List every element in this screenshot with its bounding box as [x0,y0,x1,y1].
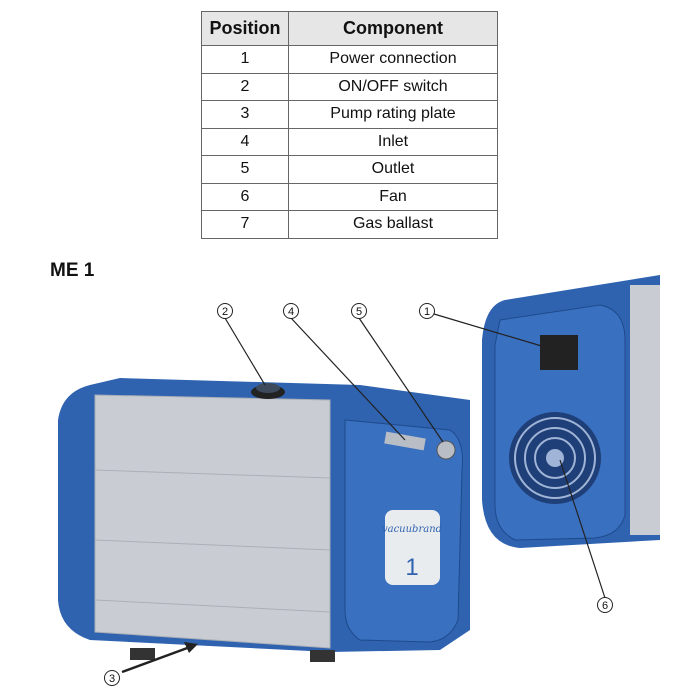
component-cell: Power connection [288,45,498,74]
header-position: Position [201,11,289,46]
callout-lines [121,313,606,674]
component-cell: Gas ballast [288,210,498,239]
arrow-icon [184,642,198,653]
callout-number: 4 [288,306,294,318]
callout-circle [217,303,233,319]
component-cell: Fan [288,182,498,211]
pump-rear-view [482,275,660,548]
position-cell: 3 [201,100,289,129]
position-cell: 7 [201,210,289,239]
callout-circle [283,303,299,319]
inlet [384,431,426,451]
power-connection [540,335,578,370]
svg-text:1: 1 [405,554,418,581]
component-cell: ON/OFF switch [288,72,498,101]
header-component: Component [288,11,498,46]
figure-title: ME 1 [50,260,95,281]
callout-circle [104,670,120,686]
callout-circle [419,303,435,319]
callout-circle [351,303,367,319]
brand-plate [385,510,440,585]
callout-number: 6 [602,600,608,612]
callout-circle [597,597,613,613]
position-cell: 1 [201,45,289,74]
callout-number: 5 [356,306,362,318]
callout-number: 3 [109,673,115,685]
pump-front-view: vacuubrand 1 [58,378,470,662]
callout-number: 2 [222,306,228,318]
component-cell: Inlet [288,127,498,156]
component-cell: Outlet [288,155,498,184]
outlet [436,440,456,460]
svg-text:vacuubrand: vacuubrand [382,524,442,535]
position-cell: 6 [201,182,289,211]
callout-number: 1 [424,306,430,318]
